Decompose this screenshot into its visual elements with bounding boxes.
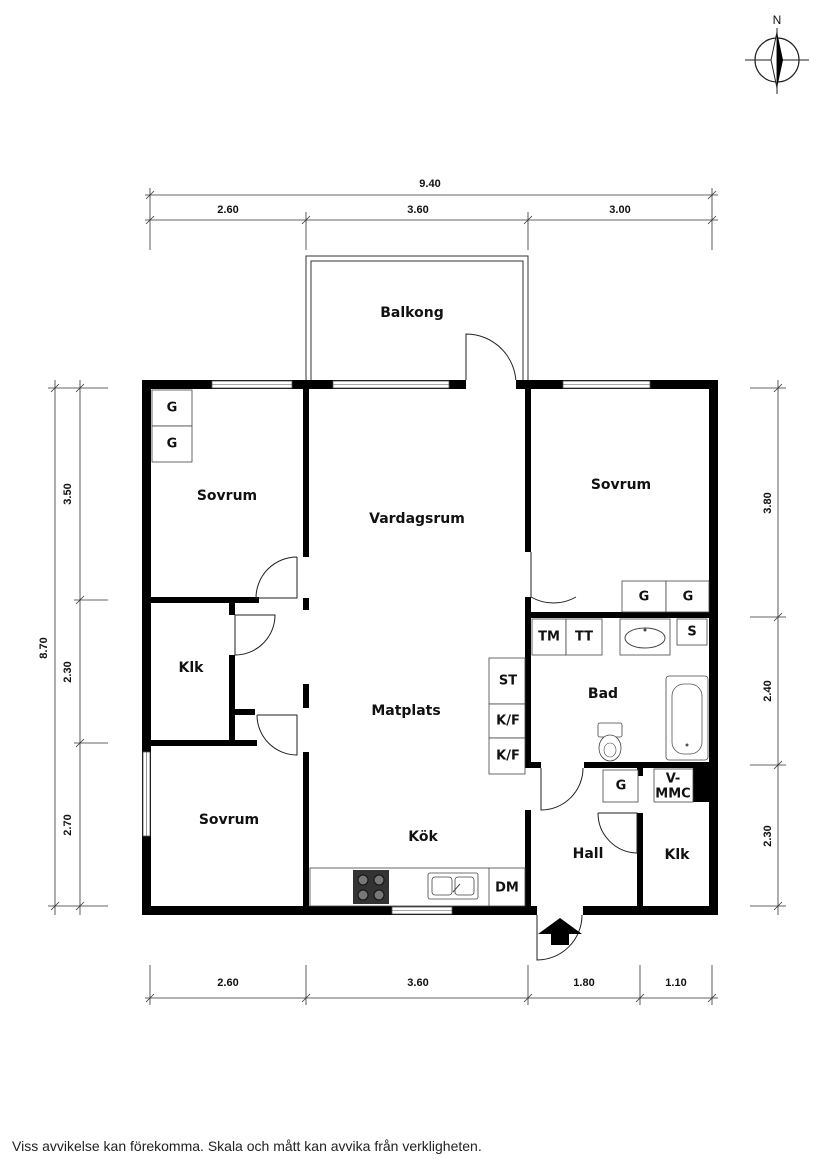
kitchen-counter: DM (309, 867, 526, 907)
wardrobes-top-left: G G (151, 389, 193, 463)
hall-fixtures: G V- MMC (602, 768, 694, 803)
wardrobe-label: G (616, 779, 627, 794)
toilet-icon (597, 722, 623, 762)
room-label-klk-right: Klk (665, 847, 691, 863)
entrance-arrow-icon (538, 918, 582, 945)
dishwasher-label: DM (495, 881, 519, 896)
dim-right-seg-1: 3.80 (762, 492, 774, 513)
dim-left-seg-2: 2.30 (62, 661, 74, 682)
dryer-label: TT (575, 630, 593, 645)
left-dimensions: 8.70 3.50 2.30 2.70 (38, 380, 108, 915)
fridge-freezer-label: K/F (496, 749, 520, 764)
wardrobes-top-right: G G (621, 580, 710, 613)
storage-label: ST (499, 674, 517, 689)
bottom-dimensions: 2.60 3.60 1.80 1.10 (145, 965, 718, 1005)
room-label-bad: Bad (588, 686, 618, 702)
room-label-klk-left: Klk (179, 660, 205, 676)
bathtub-icon (671, 683, 703, 755)
dim-left-seg-1: 3.50 (62, 483, 74, 504)
wardrobe-label: G (167, 437, 178, 452)
room-label-sovrum-top-left: Sovrum (197, 488, 257, 504)
interior-walls (151, 389, 709, 906)
room-label-sovrum-top-right: Sovrum (591, 477, 651, 493)
room-label-sovrum-bottom-left: Sovrum (199, 812, 259, 828)
dim-left-total: 8.70 (38, 637, 50, 658)
dim-bottom-seg-2: 3.60 (407, 977, 428, 989)
dim-top-seg-1: 2.60 (217, 204, 238, 216)
dim-right-seg-2: 2.40 (762, 680, 774, 701)
dim-left-seg-3: 2.70 (62, 814, 74, 835)
compass-north-label: N (773, 13, 782, 27)
compass: N (745, 13, 809, 94)
room-label-vardagsrum: Vardagsrum (369, 511, 465, 527)
dim-bottom-seg-3: 1.80 (573, 977, 594, 989)
room-labels: Balkong Sovrum Vardagsrum Sovrum Klk Mat… (179, 305, 691, 863)
stove-icon (353, 870, 389, 904)
sink-icon (643, 628, 647, 632)
dim-bottom-seg-1: 2.60 (217, 977, 238, 989)
wardrobe-label: G (639, 590, 650, 605)
room-label-matplats: Matplats (371, 703, 440, 719)
balcony (305, 255, 529, 385)
bathroom-fixtures: TM TT S (531, 618, 709, 762)
dim-top-seg-2: 3.60 (407, 204, 428, 216)
room-label-balkong: Balkong (380, 305, 443, 321)
room-label-kok: Kök (408, 829, 438, 845)
vmmc-label-line1: V- (666, 772, 681, 787)
windows (142, 380, 651, 915)
kitchen-tall-units: ST K/F K/F (488, 657, 526, 775)
cabinet-label: S (687, 625, 696, 640)
dim-right-seg-3: 2.30 (762, 825, 774, 846)
wardrobe-label: G (683, 590, 694, 605)
washing-machine-label: TM (538, 630, 560, 645)
wardrobe-label: G (167, 401, 178, 416)
disclaimer-text: Viss avvikelse kan förekomma. Skala och … (12, 1138, 482, 1154)
dim-top-seg-3: 3.00 (609, 204, 630, 216)
dim-bottom-seg-4: 1.10 (665, 977, 686, 989)
right-dimensions: 3.80 2.40 2.30 (750, 380, 786, 915)
top-dimensions: 9.40 2.60 3.60 3.00 (145, 178, 718, 250)
kitchen-sink-icon (427, 872, 479, 900)
fridge-freezer-label: K/F (496, 714, 520, 729)
room-label-hall: Hall (573, 846, 604, 862)
dim-top-total: 9.40 (419, 178, 440, 190)
vmmc-label-line2: MMC (655, 787, 690, 802)
door-swings (234, 552, 638, 961)
